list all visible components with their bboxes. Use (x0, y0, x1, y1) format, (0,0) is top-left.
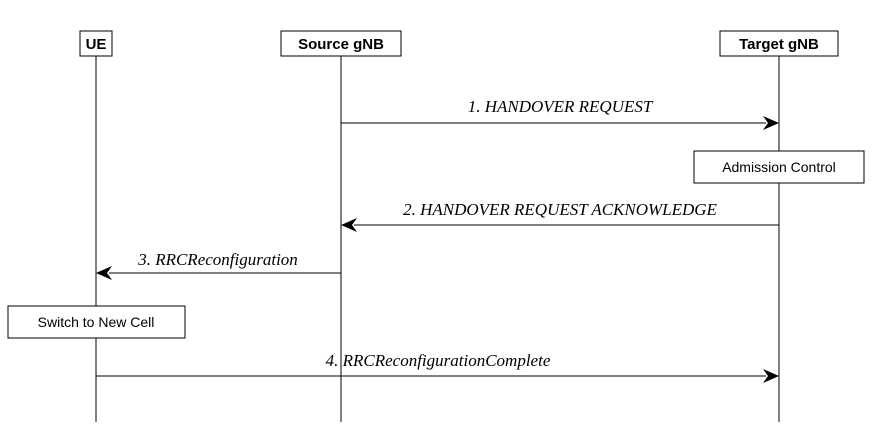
message-1-arrowhead (763, 116, 779, 130)
admission-control-box (693, 150, 865, 184)
message-3-arrowhead (96, 266, 112, 280)
message-2-arrowhead (341, 218, 357, 232)
action-switch-to-new-cell: Switch to New Cell (7, 305, 186, 339)
message-handover-request: 1. HANDOVER REQUEST (341, 97, 779, 130)
entity-source-gnb: Source gNB (280, 30, 402, 57)
message-2-label: 2. HANDOVER REQUEST ACKNOWLEDGE (403, 200, 717, 219)
message-4-arrowhead (763, 369, 779, 383)
entity-target-gnb: Target gNB (719, 30, 839, 57)
message-rrc-reconfiguration: 3. RRCReconfiguration (96, 250, 341, 280)
entity-ue-label: UE (86, 36, 107, 53)
message-rrc-reconfiguration-complete: 4. RRCReconfigurationComplete (96, 351, 779, 383)
message-3-label: 3. RRCReconfiguration (137, 250, 298, 269)
entity-source-gnb-label: Source gNB (298, 36, 384, 53)
entity-target-gnb-box (719, 30, 839, 57)
entity-ue-box (79, 30, 113, 57)
switch-to-new-cell-box (7, 305, 186, 339)
entity-target-gnb-label: Target gNB (739, 36, 819, 53)
admission-control-label: Admission Control (722, 159, 836, 175)
entity-source-gnb-box (280, 30, 402, 57)
message-1-label: 1. HANDOVER REQUEST (468, 97, 654, 116)
switch-to-new-cell-label: Switch to New Cell (38, 314, 155, 330)
action-admission-control: Admission Control (693, 150, 865, 184)
message-handover-request-ack: 2. HANDOVER REQUEST ACKNOWLEDGE (341, 200, 779, 232)
entity-ue: UE (79, 30, 113, 57)
message-4-label: 4. RRCReconfigurationComplete (326, 351, 551, 370)
